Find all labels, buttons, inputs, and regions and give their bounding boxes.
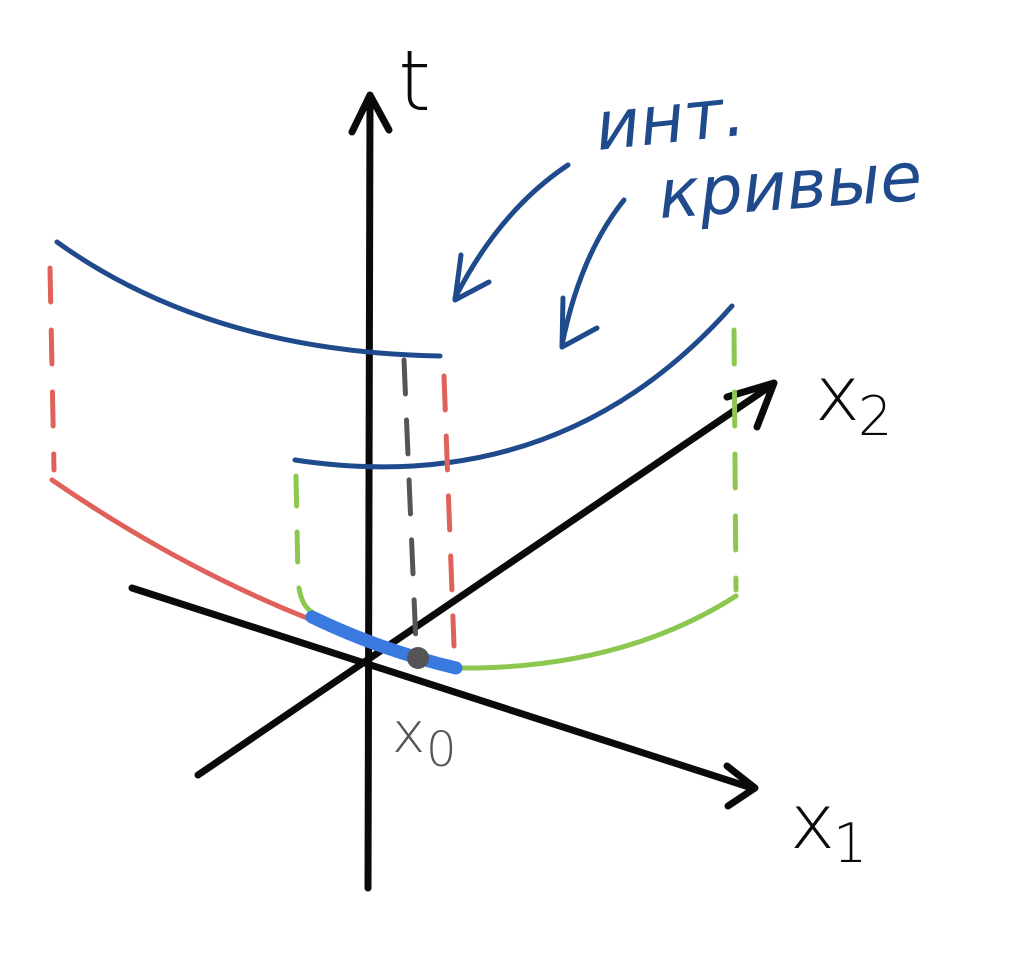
left-curve-right-dashed-drop <box>441 373 457 649</box>
integral-curve-lower <box>292 303 735 470</box>
x1-axis-label: x <box>790 777 835 866</box>
right-curve-base <box>453 593 739 671</box>
x2-axis <box>194 381 776 779</box>
x0-label-group: x 0 <box>392 701 457 778</box>
annotation-arrow-1 <box>452 162 571 301</box>
left-curve-base <box>49 477 315 623</box>
left-projection <box>47 265 457 649</box>
t-axis-label: t <box>398 32 431 130</box>
x1-axis-arrowhead <box>723 762 759 810</box>
neighborhood-segment <box>305 610 463 675</box>
x0-subscript: 0 <box>426 722 457 778</box>
annotation-line-2: кривые <box>656 138 925 235</box>
x2-axis-subscript: 2 <box>858 385 892 448</box>
t-axis-arrowhead <box>348 91 393 136</box>
annotation-line-1: инт. <box>592 73 749 167</box>
annotation-arrow-2 <box>559 197 627 348</box>
annotation-arrows <box>452 162 627 350</box>
right-curve-left-dashed-drop <box>293 473 315 615</box>
x1-axis <box>128 584 756 792</box>
annotation: инт. кривые <box>592 73 925 235</box>
right-curve-dashed-drop <box>731 327 739 593</box>
right-projection <box>293 327 739 671</box>
annotation-arrow-2-head <box>559 295 600 350</box>
integral-curve-upper <box>54 239 443 359</box>
axis-labels: t x 2 x 1 <box>398 32 892 875</box>
left-curve-dashed-drop <box>47 265 57 473</box>
t-axis <box>364 94 374 892</box>
x0-point <box>407 647 429 669</box>
x0-dashed-drop <box>401 357 419 648</box>
x2-axis-arrowhead <box>723 379 778 431</box>
integral-curves <box>54 239 735 470</box>
annotation-arrow-1-head <box>452 252 492 303</box>
x2-axis-label: x <box>815 349 860 438</box>
x0-label: x <box>392 701 425 766</box>
x1-axis-subscript: 1 <box>833 812 867 875</box>
axes <box>128 91 778 892</box>
